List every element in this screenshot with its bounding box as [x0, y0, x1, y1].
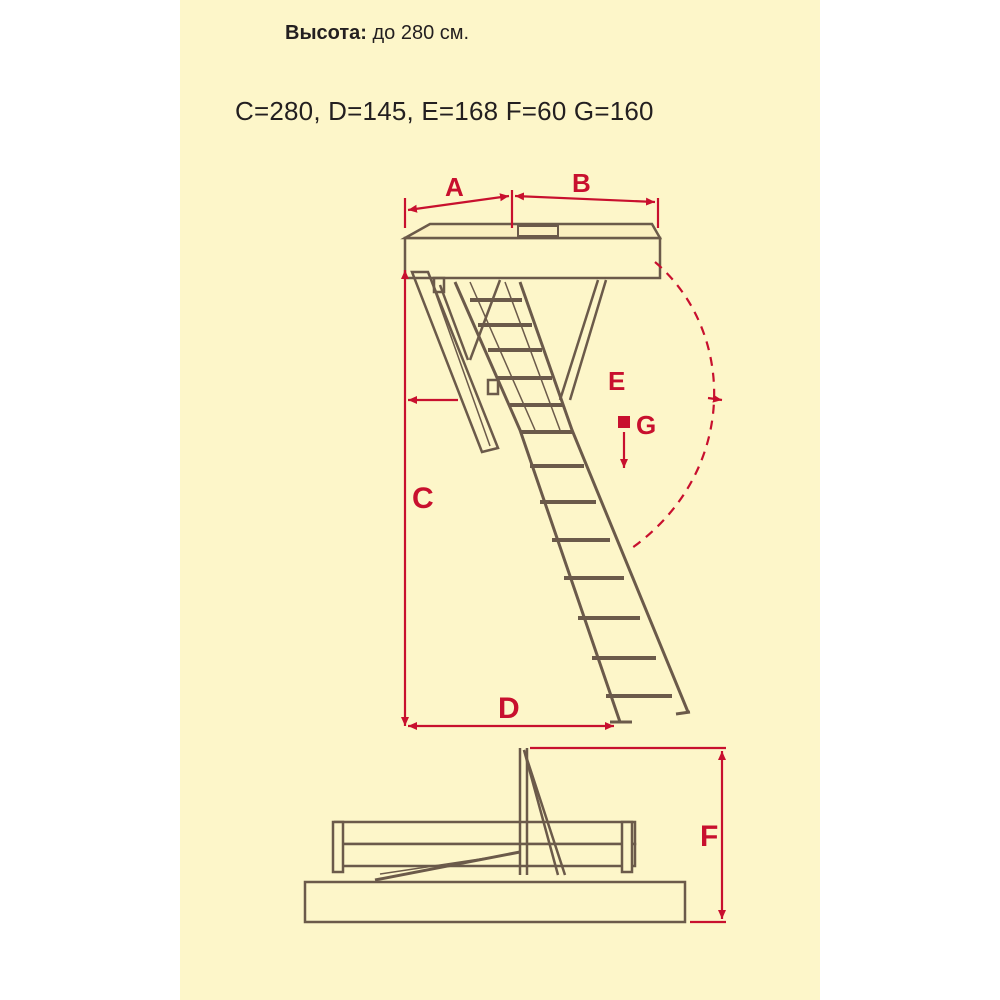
ladder-rungs	[470, 298, 672, 698]
label-d: D	[498, 692, 520, 725]
label-e: E	[608, 366, 625, 396]
label-c: C	[412, 482, 434, 515]
label-f: F	[700, 820, 718, 853]
ceiling-frame	[400, 222, 663, 280]
height-value: до 280 см.	[372, 22, 470, 44]
support-arms	[432, 276, 608, 401]
dimensions-caption: C=280, D=145, E=168 F=60 G=160	[235, 96, 654, 126]
weight-icon	[618, 416, 630, 428]
height-label: Высота:	[285, 22, 367, 44]
dimension-lines	[401, 190, 723, 730]
label-b: B	[572, 168, 591, 198]
folded-ladder	[303, 748, 687, 924]
height-dimension-f	[530, 746, 726, 924]
hatch-lid	[410, 270, 500, 454]
max-height-caption: Высота: до 280 см.	[285, 22, 469, 45]
label-g: G	[636, 410, 656, 440]
label-a: A	[445, 172, 464, 202]
